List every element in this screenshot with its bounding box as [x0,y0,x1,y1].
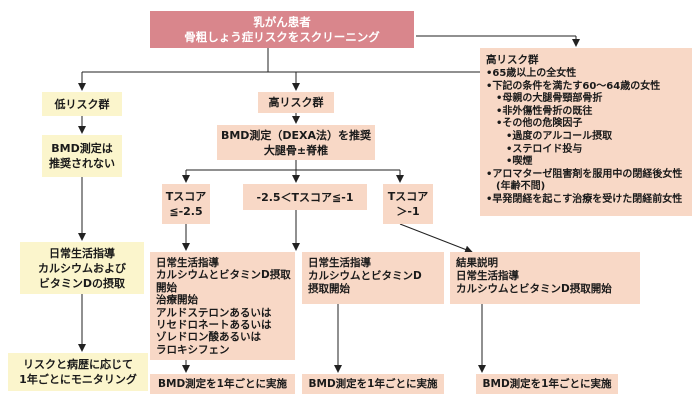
risk-criteria-item: •その他の危険因子 [486,118,583,130]
low-risk-bmd-line2: 推奨されない [49,157,115,170]
action-high-line: カルシウムとビタミンD摂取開始 [456,283,612,295]
low-risk-bmd-box: BMD測定は 推奨されない [42,135,122,177]
action-low-line: 日常生活指導 [156,257,219,269]
action-mid-box: 日常生活指導 カルシウムとビタミンD 摂取開始 [302,252,444,304]
low-risk-guidance-line: 日常生活指導 [49,246,115,260]
title-box: 乳がん患者 骨粗しょう症リスクをスクリーニング [150,11,414,48]
tscore-high-line: Tスコア [387,190,429,203]
low-risk-guidance-box: 日常生活指導 カルシウムおよび ビタミンDの摂取 [20,242,144,294]
title-line1: 乳がん患者 [253,14,311,29]
tscore-mid-line: -2.5＜Tスコア≦-1 [256,190,354,204]
followup-low-box: BMD測定を1年ごとに実施 [150,374,295,394]
high-risk-label: 高リスク群 [268,96,324,109]
action-low-box: 日常生活指導 カルシウムとビタミンD摂取 開始 治療開始 アルドステロンあるいは… [150,252,295,360]
followup-low-text: BMD測定を1年ごとに実施 [158,377,287,390]
low-risk-monitoring-line: リスクと病歴に応じて [23,358,133,371]
action-low-line: ラロキシフェン [156,343,230,356]
risk-criteria-item: (年齢不問) [486,181,546,193]
followup-mid-box: BMD測定を1年ごとに実施 [302,374,444,394]
risk-criteria-item: •65歳以上の全女性 [486,68,577,79]
low-risk-guidance-line: カルシウムおよび [38,261,126,275]
risk-criteria-item: •早発閉経を起こす治療を受けた閉経前女性 [486,193,683,205]
low-risk-bmd-line1: BMD測定は [51,142,113,155]
tscore-low-line: Tスコア [165,190,207,203]
high-risk-bmd-line2: 大腿骨±脊椎 [263,143,329,157]
low-risk-box: 低リスク群 [42,92,122,116]
low-risk-monitoring-box: リスクと病歴に応じて 1年ごとにモニタリング [8,353,148,391]
action-mid-line: カルシウムとビタミンD [308,270,422,282]
action-low-line: アルドステロンあるいは [156,306,272,319]
action-high-line: 日常生活指導 [456,270,519,282]
followup-high-text: BMD測定を1年ごとに実施 [482,377,612,390]
risk-criteria-box: 高リスク群 •65歳以上の全女性 •下記の条件を満たす60～64歳の女性 •母親… [480,48,692,216]
low-risk-label: 低リスク群 [54,97,110,111]
tscore-high-box: Tスコア ＞-1 [383,184,433,224]
action-mid-line: 摂取開始 [308,283,350,295]
title-line2: 骨粗しょう症リスクをスクリーニング [184,29,380,44]
tscore-low-line: ≦-2.5 [169,205,203,218]
action-low-line: カルシウムとビタミンD摂取 [156,269,291,282]
risk-criteria-item: •ステロイド投与 [486,143,583,155]
action-high-line: 結果説明 [456,257,498,269]
risk-criteria-title: 高リスク群 [486,54,539,66]
action-low-line: 開始 [156,281,177,294]
risk-criteria-item: •過度のアルコール摂取 [486,130,613,142]
risk-criteria-item: •下記の条件を満たす60～64歳の女性 [486,80,661,92]
high-risk-bmd-line1: BMD測定（DEXA法）を推奨 [220,128,372,142]
action-high-box: 結果説明 日常生活指導 カルシウムとビタミンD摂取開始 [450,252,640,304]
tscore-low-box: Tスコア ≦-2.5 [162,184,210,224]
risk-criteria-item: •母親の大腿骨頸部骨折 [486,93,603,105]
followup-mid-text: BMD測定を1年ごとに実施 [308,377,438,390]
high-risk-bmd-box: BMD測定（DEXA法）を推奨 大腿骨±脊椎 [217,125,375,160]
tscore-high-line: ＞-1 [396,205,420,218]
action-low-line: ゾレドロン酸あるいは [156,331,261,344]
tscore-mid-box: -2.5＜Tスコア≦-1 [243,184,367,210]
low-risk-monitoring-line: 1年ごとにモニタリング [19,373,137,386]
followup-high-box: BMD測定を1年ごとに実施 [476,374,618,394]
action-mid-line: 日常生活指導 [308,257,371,269]
risk-criteria-item: •アロマターゼ阻害剤を服用中の閉経後女性 [486,168,683,180]
action-low-line: 治療開始 [156,294,198,307]
high-risk-box: 高リスク群 [258,92,334,113]
low-risk-guidance-line: ビタミンDの摂取 [38,276,126,290]
risk-criteria-item: •非外傷性骨折の既往 [486,105,593,117]
risk-criteria-item: •喫煙 [486,156,533,168]
action-low-line: リセドロネートあるいは [156,319,272,332]
